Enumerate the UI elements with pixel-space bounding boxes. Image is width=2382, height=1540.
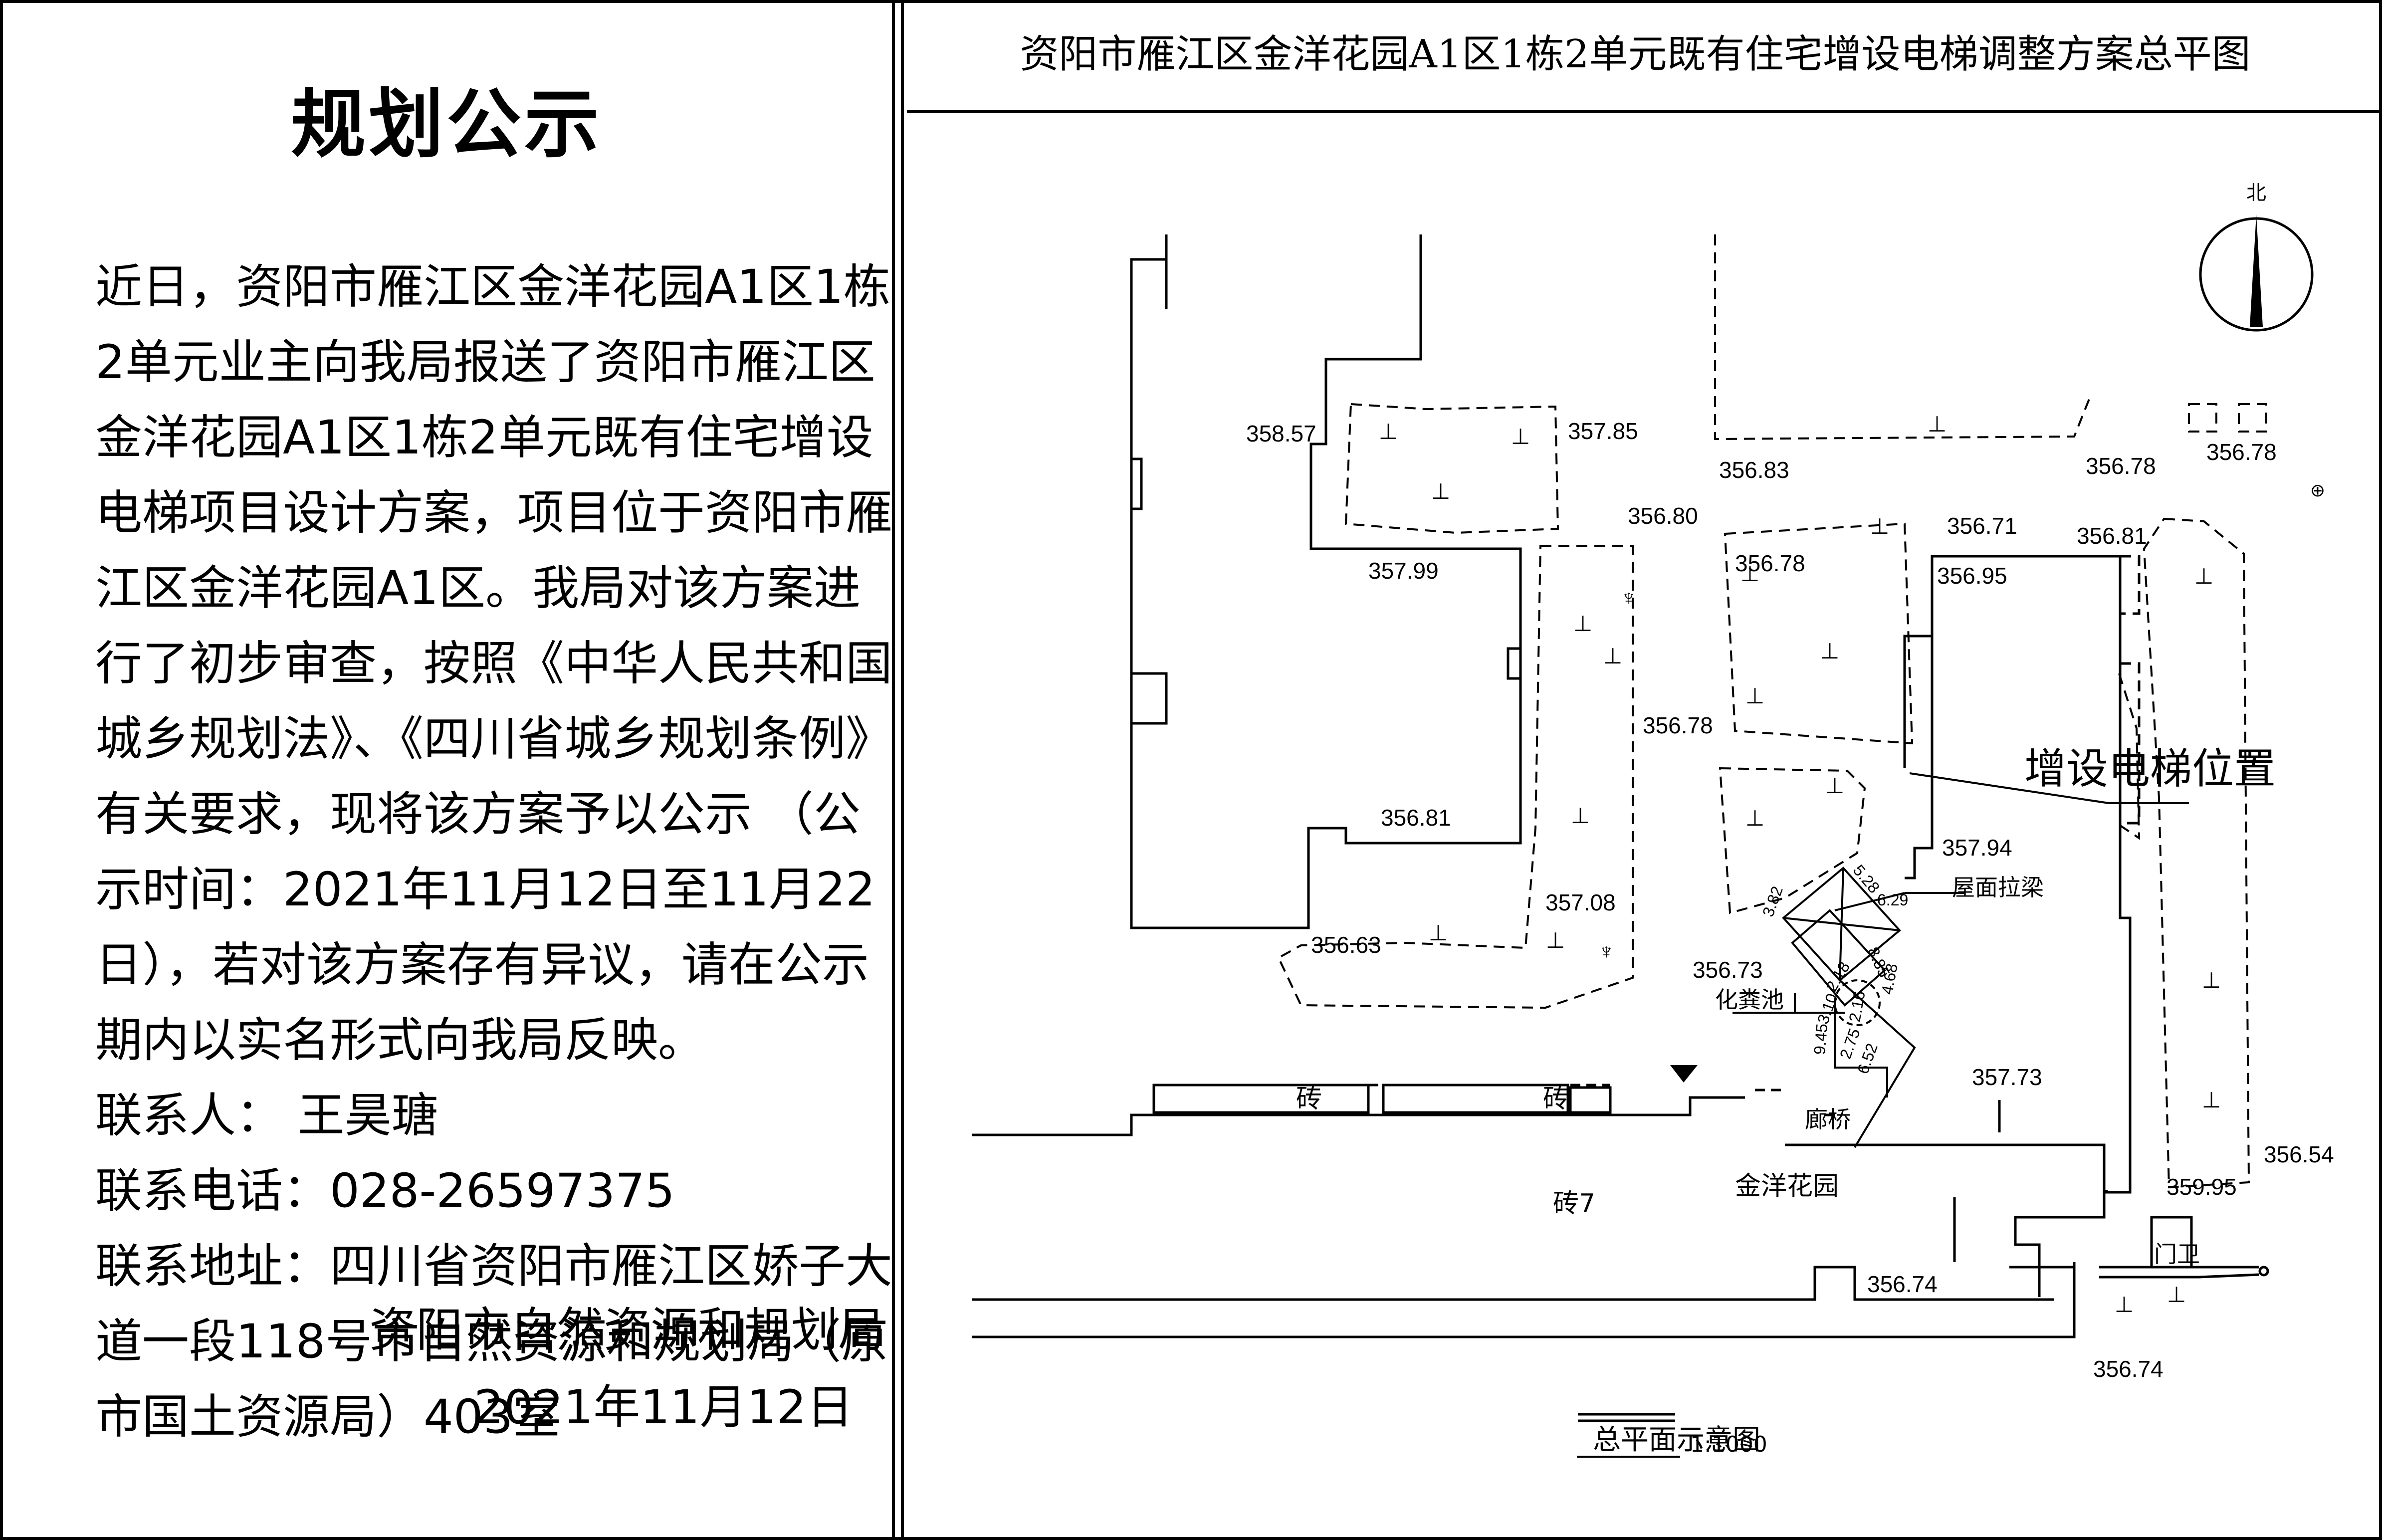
site-plan-drawing: 北	[972, 182, 2334, 1458]
svg-text:358.57: 358.57	[1246, 421, 1316, 446]
contact-address: 联系地址：四川省资阳市雁江区娇子大道一段118号市自然资源和规划局（原市国土资源…	[95, 1239, 893, 1444]
site-plan-panel: 资阳市雁江区金洋花园A1区1栋2单元既有住宅增设电梯调整方案总平图 北	[907, 0, 2382, 1540]
north-label: 北	[2246, 182, 2266, 204]
svg-text:356.54: 356.54	[2264, 1141, 2334, 1167]
svg-text:3.82: 3.82	[1759, 884, 1786, 919]
svg-text:⊥: ⊥	[1573, 612, 1592, 636]
svg-text:356.81: 356.81	[2077, 523, 2147, 549]
svg-text:356.74: 356.74	[2093, 1356, 2164, 1382]
svg-text:357.08: 357.08	[1545, 889, 1616, 915]
svg-text:356.78: 356.78	[2206, 439, 2277, 465]
notice-body: 近日，资阳市雁江区金洋花园A1区1栋2单元业主向我局报送了资阳市雁江区金洋花园A…	[13, 249, 896, 1455]
svg-text:359.95: 359.95	[2166, 1174, 2237, 1200]
plan-caption: 总平面示意图	[1593, 1424, 1760, 1456]
svg-text:357.85: 357.85	[1568, 418, 1638, 444]
svg-text:⊥: ⊥	[1546, 928, 1565, 953]
svg-text:356.95: 356.95	[1937, 563, 2007, 589]
svg-text:356.63: 356.63	[1311, 932, 1381, 958]
svg-text:⊥: ⊥	[1820, 639, 1839, 663]
svg-text:♆: ♆	[1621, 586, 1637, 610]
svg-text:⊥: ⊥	[1429, 921, 1448, 945]
plan-title: 资阳市雁江区金洋花园A1区1栋2单元既有住宅增设电梯调整方案总平图	[1020, 32, 2251, 77]
svg-text:356.78: 356.78	[1643, 712, 1713, 738]
elevator-location-label: 增设电梯位置	[2024, 744, 2276, 793]
brick-label: 砖	[1296, 1084, 1322, 1114]
roof-beam-label: 屋面拉梁	[1952, 874, 2044, 901]
brick-label-2: 砖	[1543, 1084, 1569, 1114]
building-left-outline	[1130, 234, 1522, 929]
svg-text:357.73: 357.73	[1972, 1064, 2042, 1090]
svg-text:356.80: 356.80	[1628, 503, 1698, 529]
notice-panel: 规划公示 近日，资阳市雁江区金洋花园A1区1栋2单元业主向我局报送了资阳市雁江区…	[0, 0, 893, 1540]
svg-text:6.29: 6.29	[1877, 891, 1908, 909]
svg-text:⊥: ⊥	[2115, 1293, 2134, 1317]
svg-text:356.71: 356.71	[1947, 513, 2017, 539]
guard-house-label: 门卫	[2154, 1241, 2200, 1268]
svg-text:⊥: ⊥	[1825, 774, 1844, 798]
svg-text:⊥: ⊥	[1740, 562, 1759, 586]
svg-text:356.73: 356.73	[1693, 957, 1763, 983]
svg-text:⊥: ⊥	[1745, 806, 1764, 831]
green-areas	[1277, 234, 2267, 1189]
svg-text:356.81: 356.81	[1381, 805, 1451, 831]
brick7-label: 砖7	[1553, 1189, 1595, 1219]
svg-text:⊥: ⊥	[1431, 479, 1450, 504]
svg-text:⊥: ⊥	[1870, 514, 1889, 539]
panel-divider	[892, 0, 895, 1540]
title-rule	[907, 110, 2382, 113]
bridge-label: 廊桥	[1805, 1106, 1851, 1133]
plan-scale: 1:1000	[1690, 1432, 1767, 1457]
svg-text:⊥: ⊥	[2167, 1283, 2186, 1307]
svg-text:⊥: ⊥	[1379, 420, 1398, 444]
svg-text:⊥: ⊥	[2194, 564, 2213, 589]
svg-text:356.78: 356.78	[1735, 550, 1805, 576]
svg-text:⊥: ⊥	[1571, 804, 1590, 828]
svg-text:⊥: ⊥	[1603, 644, 1622, 668]
notice-title: 规划公示	[290, 81, 602, 168]
notice-paragraph: 近日，资阳市雁江区金洋花园A1区1栋2单元业主向我局报送了资阳市雁江区金洋花园A…	[95, 260, 893, 1068]
svg-text:3.10: 3.10	[1814, 991, 1841, 1027]
svg-text:⊕: ⊕	[2310, 480, 2325, 500]
svg-text:⊥: ⊥	[1745, 684, 1764, 708]
roads	[972, 1065, 2269, 1458]
elevator-addition	[1732, 772, 2189, 1148]
svg-text:⊥: ⊥	[1928, 412, 1947, 437]
svg-text:356.78: 356.78	[2086, 453, 2156, 479]
contact-person: 联系人： 王昊瑭	[95, 1089, 438, 1143]
elevation-labels: 358.57 357.85 356.83 356.78 356.78 356.8…	[1246, 418, 2334, 1382]
svg-text:356.74: 356.74	[1867, 1271, 1938, 1297]
building-right-outline	[1931, 555, 2132, 1194]
dimension-labels: 3.82 5.28 6.29 8.85 4.68 2.18 2.16 3.10 …	[1759, 861, 1909, 1076]
svg-text:357.99: 357.99	[1368, 558, 1439, 584]
svg-text:⊥: ⊥	[2202, 1088, 2221, 1112]
garden-label: 金洋花园	[1735, 1171, 1839, 1201]
svg-text:356.83: 356.83	[1719, 457, 1789, 483]
tree-symbols: ⊥ ⊥ ⊥ ⊥ ⊥ ⊥ ⊥ ⊥ ⊥ ⊥ ⊥ ⊥ ⊥ ⊥ ⊥ ⊥ ⊥ ⊥ ⊥ ⊥ ♆ ♆ ⊕	[1379, 412, 2325, 1317]
svg-text:♆: ♆	[1598, 939, 1615, 964]
svg-text:2.16: 2.16	[1845, 990, 1868, 1024]
issue-date: 2021年11月12日	[474, 1380, 854, 1435]
panel-divider-inner	[901, 0, 904, 1540]
issuer: 资阳市自然资源和规划局	[369, 1303, 885, 1357]
septic-tank-label: 化粪池	[1715, 986, 1784, 1013]
svg-text:9.45: 9.45	[1810, 1023, 1831, 1055]
contact-phone: 联系电话：028-26597375	[95, 1164, 675, 1218]
svg-text:357.94: 357.94	[1942, 835, 2012, 861]
north-arrow-icon: 北	[2199, 182, 2314, 332]
svg-text:⊥: ⊥	[2202, 968, 2221, 993]
svg-text:⊥: ⊥	[1511, 425, 1530, 449]
